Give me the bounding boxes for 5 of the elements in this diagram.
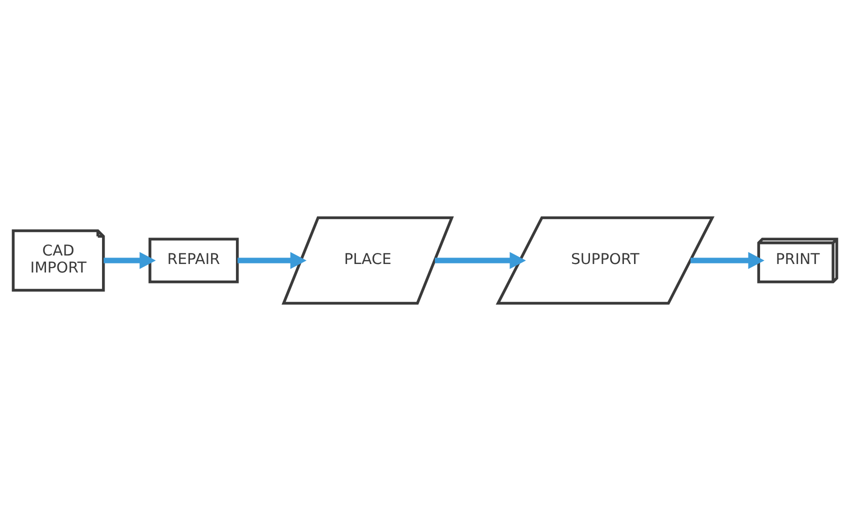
node-box: REPAIR [148, 237, 239, 283]
arrow [434, 251, 526, 269]
arrow [104, 251, 156, 269]
arrow [690, 251, 764, 269]
arrow [238, 251, 307, 269]
